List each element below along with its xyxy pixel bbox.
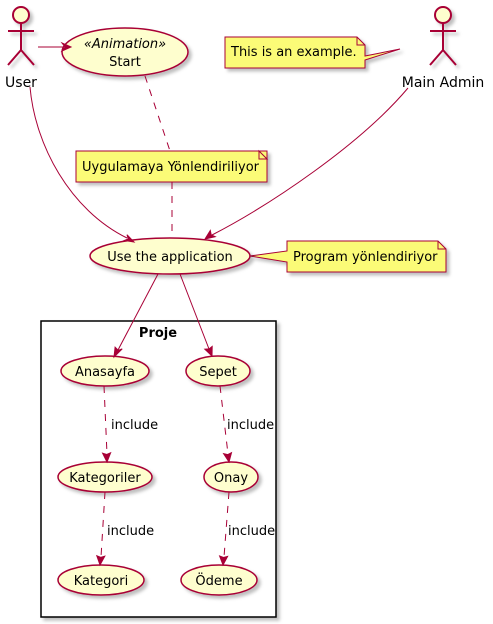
note-uygulamaya-text: Uygulamaya Yönlendiriliyor xyxy=(82,160,260,175)
usecase-use-app-label: Use the application xyxy=(107,250,233,265)
usecase-start-label: Start xyxy=(109,55,141,70)
note-uygulamaya: Uygulamaya Yönlendiriliyor xyxy=(75,149,269,183)
edge-use-app-to-anasayfa xyxy=(113,273,159,359)
edge-anasayfa-to-kategoriler xyxy=(101,385,112,464)
usecase-kategori-label: Kategori xyxy=(74,574,129,589)
user-actor-icon xyxy=(7,6,35,66)
usecase-start-stereotype: «Animation» xyxy=(84,37,166,52)
usecase-anasayfa-label: Anasayfa xyxy=(75,365,135,380)
include-label-2: include xyxy=(227,418,274,433)
usecase-kategoriler: Kategoriler xyxy=(57,461,153,493)
edge-onay-to-odeme xyxy=(218,491,230,567)
include-label-3: include xyxy=(107,524,154,539)
edge-use-app-to-sepet xyxy=(179,273,213,358)
main-admin-actor-icon xyxy=(429,6,457,66)
usecase-use-the-application: Use the application xyxy=(89,237,251,275)
package-title: Proje xyxy=(139,326,177,341)
usecase-onay: Onay xyxy=(203,461,259,493)
include-label-1: include xyxy=(111,418,158,433)
edge-user-to-start xyxy=(38,41,73,53)
include-label-4: include xyxy=(228,524,275,539)
note-example-text: This is an example. xyxy=(230,45,357,60)
usecase-start: «Animation» Start xyxy=(61,27,189,77)
usecase-onay-label: Onay xyxy=(214,471,248,486)
edge-user-to-use-app xyxy=(29,86,136,243)
main-admin-actor-label: Main Admin xyxy=(402,75,485,91)
note-example: This is an example. xyxy=(224,36,401,69)
usecase-anasayfa: Anasayfa xyxy=(60,355,150,387)
note-program: Program yönlendiriyor xyxy=(249,240,447,273)
edge-main-admin-to-use-app xyxy=(203,87,409,240)
usecase-kategori: Kategori xyxy=(57,564,145,596)
usecase-sepet-label: Sepet xyxy=(199,365,237,380)
usecase-odeme-label: Ödeme xyxy=(195,572,242,589)
edge-start-to-note-uygulamaya xyxy=(144,75,171,152)
user-actor-label: User xyxy=(5,75,37,91)
usecase-kategoriler-label: Kategoriler xyxy=(69,471,141,486)
usecase-odeme: Ödeme xyxy=(180,564,258,596)
note-program-text: Program yönlendiriyor xyxy=(293,250,438,265)
edge-sepet-to-onay xyxy=(219,385,233,464)
usecase-sepet: Sepet xyxy=(185,355,251,387)
edge-kategoriler-to-kategori xyxy=(95,491,106,567)
